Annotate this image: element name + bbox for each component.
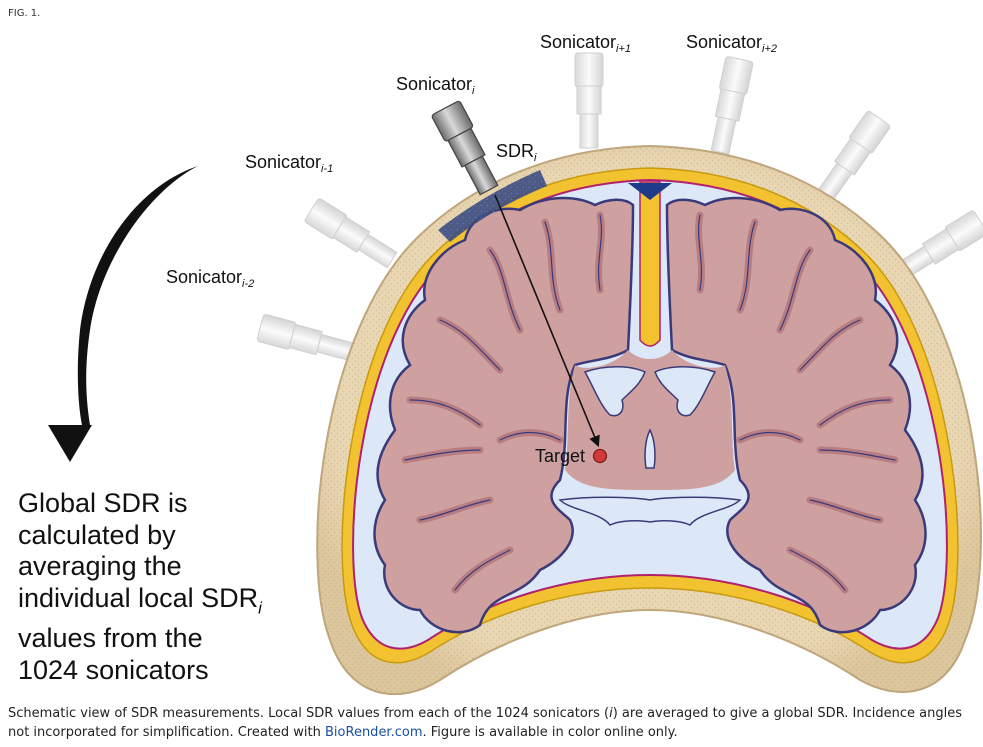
label-sonicator-i: Sonicatori xyxy=(396,74,475,97)
global-text-line: Global SDR is xyxy=(18,488,188,518)
label-sdr-i-sub: i xyxy=(534,152,537,164)
label-sonicator-i-plus-1-sub: i+1 xyxy=(616,43,631,55)
head-cross-section xyxy=(316,144,982,696)
label-sonicator-i-plus-2: Sonicatori+2 xyxy=(686,32,777,55)
sonicator-ghost-i-minus-2 xyxy=(256,314,355,362)
figure-label: FIG. 1. xyxy=(8,8,41,19)
target-marker xyxy=(592,448,608,464)
caption-part-3: . Figure is available in color online on… xyxy=(422,725,678,740)
sonicator-ghost-i-plus-4 xyxy=(894,210,983,281)
superior-sagittal-sinus xyxy=(628,183,672,200)
label-sonicator-i-minus-1-base: Sonicator xyxy=(245,152,321,172)
third-ventricle xyxy=(644,428,656,469)
lateral-ventricle-right xyxy=(654,366,717,417)
caption-part-1: Schematic view of SDR measurements. Loca… xyxy=(8,706,610,721)
label-target: Target xyxy=(535,446,585,466)
basal-cisterns xyxy=(558,496,742,526)
global-text-line: 1024 sonicators xyxy=(18,654,209,685)
figure-caption: Schematic view of SDR measurements. Loca… xyxy=(8,704,976,742)
curved-arrow xyxy=(48,166,198,462)
label-sonicator-i-minus-2-sub: i-2 xyxy=(242,278,254,290)
sonicator-active xyxy=(431,100,499,196)
global-text-line: calculated by xyxy=(18,519,176,550)
label-sonicator-i-plus-2-sub: i+2 xyxy=(762,43,777,55)
caption-italic-i: i xyxy=(609,706,613,721)
sonicator-ghost-i-plus-1 xyxy=(574,52,604,149)
lateral-ventricle-left xyxy=(583,366,646,417)
global-text-sdr: individual local SDR xyxy=(18,582,259,613)
sdr-schematic: Sonicatori+1 Sonicatori+2 Sonicatori SDR… xyxy=(48,32,983,696)
sonicator-ghost-i-minus-1 xyxy=(304,198,398,269)
label-sonicator-i-plus-2-base: Sonicator xyxy=(686,32,762,52)
label-sonicator-i-sub: i xyxy=(472,85,475,97)
global-text-line: averaging the xyxy=(18,551,182,581)
label-sonicator-i-minus-1: Sonicatori-1 xyxy=(245,152,333,175)
label-sonicator-i-plus-1-base: Sonicator xyxy=(540,32,616,52)
global-text-line: values from the xyxy=(18,623,203,654)
beam-line xyxy=(494,194,600,448)
label-sdr-i-base: SDR xyxy=(496,141,534,161)
global-text-sub-i: i xyxy=(258,597,262,617)
label-sonicator-i-minus-2-base: Sonicator xyxy=(166,267,242,287)
label-sonicator-i-base: Sonicator xyxy=(396,74,472,94)
label-sonicator-i-minus-2: Sonicatori-2 xyxy=(166,267,254,290)
label-sdr-i: SDRi xyxy=(496,141,537,164)
falx xyxy=(639,181,661,347)
caption-part-2: ) are averaged to give a global SDR. Inc… xyxy=(8,706,962,740)
sonicator-ghost-i-plus-2 xyxy=(710,56,754,155)
global-text-line: individual local SDRi xyxy=(18,583,318,624)
right-hemisphere xyxy=(665,196,927,634)
sonicator-ghost-i-plus-3 xyxy=(816,110,891,202)
left-hemisphere xyxy=(373,196,635,634)
label-sonicator-i-plus-1: Sonicatori+1 xyxy=(540,32,631,55)
biorender-link[interactable]: BioRender.com xyxy=(325,725,423,740)
global-sdr-text: Global SDR is calculated by averaging th… xyxy=(18,488,318,686)
label-sonicator-i-minus-1-sub: i-1 xyxy=(321,163,333,175)
sonicator-ghost-group xyxy=(256,52,983,362)
